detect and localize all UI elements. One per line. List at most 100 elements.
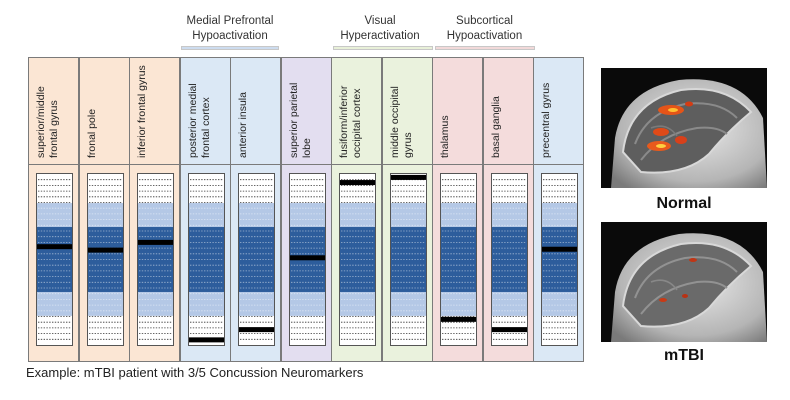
activation-marker <box>491 327 527 333</box>
gauge-band <box>390 291 426 316</box>
gauge-band <box>441 174 476 204</box>
activation-gauge <box>238 173 275 346</box>
activation-gauge <box>440 173 477 346</box>
gauge-band <box>542 315 577 345</box>
gauge-band <box>340 174 375 204</box>
activation-gauge <box>36 173 73 346</box>
column-divider <box>130 164 179 165</box>
region-label: superior parietal lobe <box>287 82 313 158</box>
gauge-band <box>37 291 72 316</box>
gauge-band <box>37 315 72 345</box>
region-label: inferior frontal gyrus <box>136 65 148 158</box>
activation-gauge <box>541 173 578 346</box>
region-column: fusiform/inferior occipital cortex <box>331 57 382 362</box>
region-label: basal ganglia <box>489 96 502 158</box>
group-underline <box>435 46 535 50</box>
activation-marker <box>87 247 123 253</box>
gauge-band <box>239 174 274 204</box>
region-column: thalamus <box>432 57 483 362</box>
gauge-band <box>87 291 123 316</box>
gauge-band <box>138 203 173 228</box>
gauge-band <box>37 174 72 204</box>
brain-image-mtbi <box>601 222 767 342</box>
gauge-band <box>289 315 325 345</box>
activation-gauge <box>137 173 174 346</box>
gauge-band <box>37 203 72 228</box>
gauge-band <box>491 291 527 316</box>
column-divider <box>382 164 432 165</box>
region-label: posterior medial frontal cortex <box>186 83 212 158</box>
region-columns: superior/middle frontal gyrus fronal pole… <box>28 57 584 362</box>
gauge-band <box>87 315 123 345</box>
gauge-band <box>188 203 224 228</box>
activation-marker <box>37 244 72 250</box>
brain-scan-normal-image <box>601 68 767 188</box>
gauge-band <box>390 203 426 228</box>
gauge-band <box>542 291 577 316</box>
activation-marker <box>340 180 375 186</box>
brain-image-normal <box>601 68 767 188</box>
activation-gauge <box>187 173 225 346</box>
region-label: fusiform/inferior occipital cortex <box>338 85 363 158</box>
activation-gauge <box>288 173 326 346</box>
column-divider <box>180 164 230 165</box>
gauge-band <box>239 203 274 228</box>
region-column: superior/middle frontal gyrus <box>28 57 79 362</box>
column-divider <box>332 164 381 165</box>
figure-caption: Example: mTBI patient with 3/5 Concussio… <box>26 365 364 380</box>
gauge-band <box>188 174 224 204</box>
gauge-band <box>239 291 274 316</box>
region-label: fronal pole <box>85 108 98 158</box>
gauge-band <box>491 203 527 228</box>
gauge-band <box>87 174 123 204</box>
activation-marker <box>239 327 274 333</box>
region-column: fronal pole <box>78 57 130 362</box>
gauge-band <box>340 203 375 228</box>
gauge-band <box>289 174 325 204</box>
column-divider <box>29 164 78 165</box>
gauge-band <box>138 291 173 316</box>
activation-gauge <box>339 173 376 346</box>
gauge-band <box>542 174 577 204</box>
column-divider <box>79 164 129 165</box>
region-column: precentral gyrus <box>533 57 584 362</box>
region-column: basal ganglia <box>482 57 534 362</box>
column-divider <box>281 164 331 165</box>
caption-normal: Normal <box>656 195 712 212</box>
activation-marker <box>138 239 173 245</box>
group-underline <box>333 46 433 50</box>
region-label: thalamus <box>439 115 451 158</box>
activation-marker <box>542 246 577 252</box>
caption-mtbi: mTBI <box>664 347 704 364</box>
gauge-band <box>441 203 476 228</box>
column-divider <box>483 164 533 165</box>
gauge-band <box>542 203 577 228</box>
activation-marker <box>390 174 426 180</box>
activation-gauge <box>86 173 124 346</box>
region-label: precentral gyrus <box>540 82 552 158</box>
gauge-band <box>138 315 173 345</box>
column-divider <box>433 164 482 165</box>
activation-marker <box>188 337 224 343</box>
gauge-band <box>188 291 224 316</box>
gauge-band <box>441 291 476 316</box>
region-label: middle occipital gyrus <box>388 86 414 158</box>
brain-scan-mtbi-image <box>601 222 767 342</box>
region-column: middle occipital gyrus <box>381 57 433 362</box>
region-column: inferior frontal gyrus <box>129 57 180 362</box>
region-column: posterior medial frontal cortex <box>179 57 231 362</box>
region-column: anterior insula <box>230 57 281 362</box>
gauge-band <box>87 203 123 228</box>
activation-marker <box>289 255 325 261</box>
region-label: superior/middle frontal gyrus <box>35 86 60 158</box>
gauge-band <box>390 315 426 345</box>
column-divider <box>534 164 583 165</box>
gauge-band <box>289 291 325 316</box>
region-label: anterior insula <box>237 92 249 158</box>
activation-gauge <box>490 173 528 346</box>
gauge-band <box>289 203 325 228</box>
